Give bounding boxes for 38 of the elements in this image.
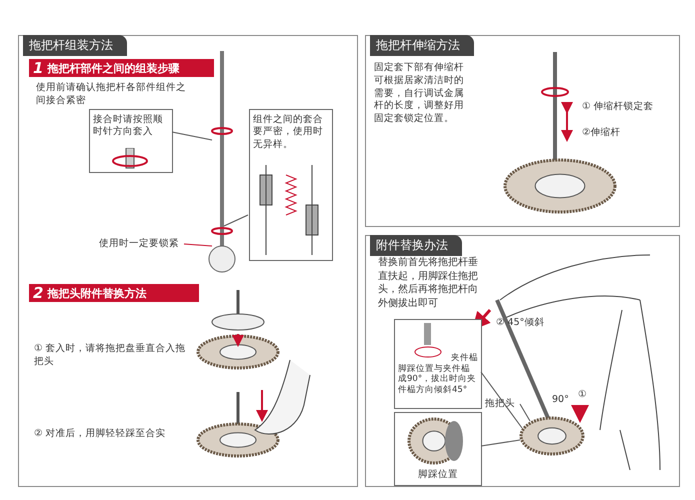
section-panel [18, 35, 358, 487]
step-number: 2 [32, 284, 44, 302]
section-panel [365, 235, 680, 487]
leader-line [184, 244, 212, 246]
step-number: ① [578, 389, 587, 402]
section-heading: 附件替换办法 [370, 235, 462, 256]
part-label: 夹件榀 [450, 353, 478, 364]
banner-title: 拖把头附件替换方法 [47, 286, 146, 300]
step-banner [29, 59, 214, 77]
part-label: ②伸缩杆 [582, 127, 621, 140]
step-banner [29, 284, 199, 302]
callout-text: 脚踩位置 [417, 469, 459, 482]
leader-line [224, 214, 248, 226]
leader-line [480, 372, 522, 428]
leader-line [520, 404, 530, 422]
direction-label: ② 45°倾斜 [496, 317, 544, 330]
callout-text: 组件之间的套合要严密，使用时无异样。 [253, 114, 324, 152]
leader-line [480, 440, 520, 446]
step-text: ① 套入时，请将拖把盘垂直合入拖把头 [34, 343, 187, 369]
banner-title: 拖把杆部件之间的组装步骤 [47, 60, 180, 76]
part-label: ① 伸缩杆锁定套 [582, 101, 654, 114]
mop-head-drawing [519, 416, 585, 456]
callout-text: 脚踩位置与夹件榀成90°，拔出时向夹件榀方向倾斜45° [398, 364, 478, 395]
step-text: ② 对准后，用脚轻轻踩至合实 [34, 428, 166, 441]
instruction-text: 替换前首先将拖把杆垂直扶起，用脚踩住拖把头，然后再将拖把杆向外侧拔出即可 [378, 256, 479, 310]
callout-box [394, 319, 482, 409]
callout-box [89, 109, 173, 173]
callout-box [394, 412, 482, 486]
leader-line [172, 132, 212, 140]
callout-box [249, 109, 333, 261]
section-heading: 拖把杆组装方法 [23, 35, 127, 56]
instruction-text: 使用前请确认拖把杆各部件组件之间接合紧密 [36, 82, 186, 108]
angle-label: 90° [552, 394, 569, 407]
callout-text: 接合时请按照顺时针方向套入 [93, 114, 164, 139]
section-panel [365, 35, 680, 227]
step-number: 1 [32, 59, 44, 77]
instruction-text: 固定套下部有伸缩杆可根据居家清洁时的需要，自行调试金属杆的长度，调整好用固定套锁定位置。 [374, 62, 465, 126]
section-heading: 拖把杆伸缩方法 [370, 35, 474, 56]
